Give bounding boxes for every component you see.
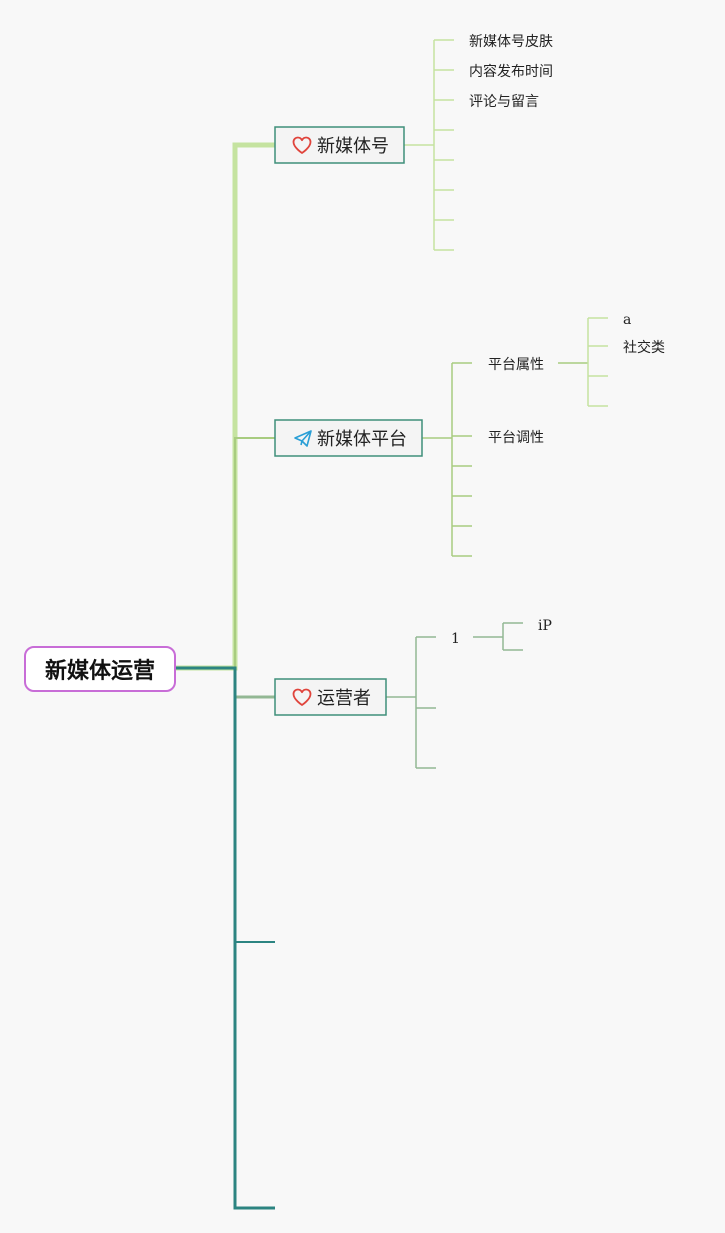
topic-label: 运营者 (317, 688, 371, 709)
connector-trunk-teal (175, 666, 275, 1210)
topic-node-new-media-platform[interactable]: 新媒体平台 (274, 419, 423, 457)
subtopic-label[interactable]: 平台属性 (488, 357, 544, 373)
leaf-label[interactable]: a (623, 312, 631, 328)
branch-1-subconnectors (404, 39, 454, 251)
root-connectors (175, 142, 275, 1210)
connector-branch-1 (175, 142, 275, 671)
leaf-label[interactable]: 新媒体号皮肤 (469, 34, 553, 50)
leaf-label[interactable]: 社交类 (623, 339, 665, 356)
connector-branch-3 (233, 668, 275, 699)
topic-label: 新媒体平台 (317, 429, 407, 450)
heart-icon (292, 136, 312, 154)
leaf-label[interactable]: 内容发布时间 (469, 63, 553, 80)
branch-1-leaves: 新媒体号皮肤 内容发布时间 评论与留言 (469, 34, 553, 110)
heart-icon (292, 688, 312, 706)
topic-label: 新媒体号 (317, 136, 389, 157)
root-label: 新媒体运营 (45, 658, 155, 684)
connector-branch-2 (234, 437, 275, 668)
paper-plane-icon (294, 430, 312, 447)
branch-2-sub-subconnectors-light (587, 317, 608, 407)
branch-3-subconnectors (386, 622, 523, 769)
subtopic-label[interactable]: 平台调性 (488, 430, 544, 446)
leaf-label[interactable]: 评论与留言 (469, 94, 539, 110)
topic-node-operator[interactable]: 运营者 (274, 678, 387, 716)
subtopic-label[interactable]: 1 (451, 631, 460, 647)
branch-2-grandchildren: a 社交类 (623, 312, 665, 356)
root-node[interactable]: 新媒体运营 (24, 646, 176, 692)
branch-3-children: 1 iP (451, 618, 552, 647)
topic-node-new-media-account[interactable]: 新媒体号 (274, 126, 405, 164)
branch-2-subconnectors (422, 362, 472, 557)
branch-2-children: 平台属性 平台调性 (488, 357, 544, 446)
leaf-label[interactable]: iP (538, 618, 552, 634)
